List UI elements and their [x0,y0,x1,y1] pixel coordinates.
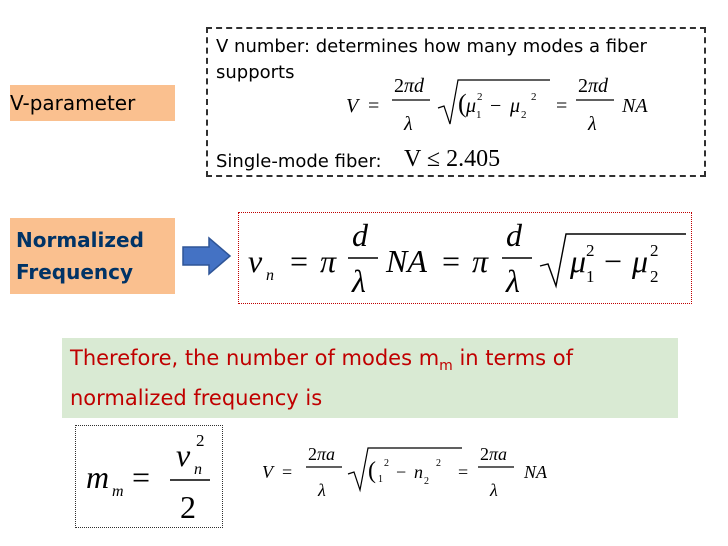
svg-text:=: = [290,243,308,279]
svg-text:λ: λ [489,480,498,500]
single-mode-condition-text: V ≤ 2.405 [404,146,500,172]
svg-text:ν: ν [176,437,191,473]
svg-text:2πa: 2πa [308,444,335,464]
modes-formula-box [75,425,223,528]
svg-text:μ: μ [509,95,520,117]
v-number-box [206,27,706,177]
svg-text:λ: λ [505,263,520,299]
svg-text:d: d [352,217,369,253]
svg-text:2: 2 [650,267,659,286]
normalized-label-line1: Normalized [16,228,144,252]
svg-text:μ: μ [569,243,586,279]
therefore-text-sub: m [439,358,453,375]
svg-text:=: = [368,95,379,117]
svg-text:2: 2 [521,109,527,121]
svg-text:1: 1 [586,267,595,286]
svg-text:λ: λ [587,113,597,135]
v-number-formula: V = 2πd λ ( μ 1 2 − μ 2 2 = 2πd λ NA [346,75,648,135]
svg-text:2: 2 [436,458,441,469]
normalized-label-line2: Frequency [16,260,134,284]
svg-text:=: = [556,95,567,117]
right-arrow-icon [182,236,232,276]
svg-text:n: n [194,461,202,478]
svg-text:λ: λ [351,263,366,299]
svg-text:V: V [262,462,275,482]
svg-text:NA: NA [523,462,548,482]
svg-text:2: 2 [196,431,205,450]
therefore-text-before: Therefore, the number of modes m [70,346,440,370]
modes-formula: m m = ν n 2 2 [86,431,210,525]
normalized-frequency-formula: ν n = π d λ NA = π d λ μ 1 2 − μ 2 2 [248,217,686,299]
svg-text:=: = [132,459,150,495]
svg-text:=: = [282,462,292,482]
therefore-text-after: in terms of normalized frequency is [70,346,574,411]
svg-text:μ: μ [631,243,648,279]
svg-text:(: ( [368,458,376,484]
svg-text:−: − [490,95,501,117]
svg-text:λ: λ [403,113,413,135]
svg-text:n: n [414,462,423,482]
svg-text:1: 1 [378,474,383,485]
svg-text:NA: NA [385,243,427,279]
svg-text:1: 1 [476,109,482,121]
svg-text:2: 2 [424,476,429,487]
svg-text:=: = [442,243,460,279]
svg-text:2: 2 [650,241,659,260]
svg-text:−: − [604,243,622,279]
svg-text:2πd: 2πd [394,75,425,97]
normalized-frequency-box [238,212,692,304]
svg-text:V: V [346,95,361,117]
single-mode-condition: V ≤ 2.405 [404,146,500,172]
svg-text:−: − [396,462,406,482]
svg-text:2πa: 2πa [480,444,507,464]
svg-text:λ: λ [317,480,326,500]
therefore-text: Therefore, the number of modes mm in ter… [70,342,676,414]
svg-text:π: π [320,243,337,279]
svg-text:2: 2 [180,489,196,525]
svg-text:μ: μ [465,95,476,117]
svg-text:π: π [472,243,489,279]
svg-text:ν: ν [248,243,263,279]
svg-text:NA: NA [621,95,648,117]
svg-text:m: m [86,459,109,495]
therefore-callout [62,338,678,418]
svg-text:2: 2 [586,241,595,260]
svg-text:n: n [266,267,274,284]
svg-text:2: 2 [531,91,537,103]
svg-text:2: 2 [477,91,483,103]
v-parameter-label: V-parameter [10,85,175,121]
v-number-description: V number: determines how many modes a fi… [216,36,647,83]
svg-text:=: = [458,462,468,482]
v-number-formula-a: V = 2πa λ ( 1 2 − n 2 2 = 2πa λ NA [262,444,548,500]
normalized-frequency-label: Normalized Frequency [10,218,175,294]
svg-text:(: ( [458,89,467,118]
svg-text:d: d [506,217,523,253]
single-mode-label: Single-mode fiber: [216,151,382,172]
svg-text:m: m [112,483,124,500]
svg-text:2πd: 2πd [578,75,609,97]
svg-text:2: 2 [384,458,389,469]
